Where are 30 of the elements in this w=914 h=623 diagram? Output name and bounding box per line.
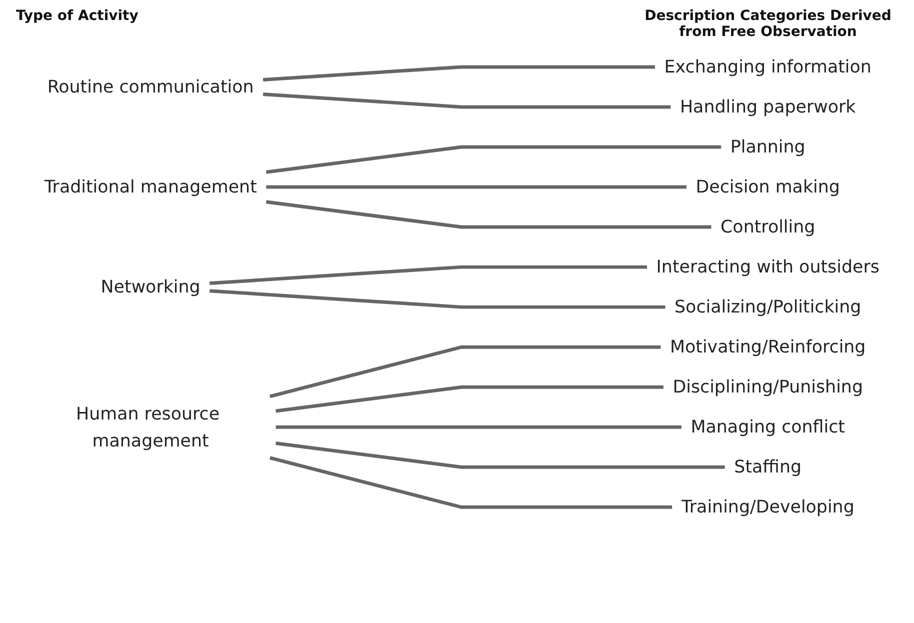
node-text: Interacting with outsiders	[656, 256, 880, 278]
connector	[266, 200, 712, 229]
column-heading: Type of Activity	[16, 8, 138, 24]
node-text: Networking	[100, 276, 200, 298]
connector	[210, 289, 666, 309]
connector	[262, 65, 655, 82]
node-text: Staffing	[734, 456, 802, 478]
node-text: Handling paperwork	[680, 96, 856, 118]
node-text: Disciplining/Punishing	[672, 376, 863, 398]
connector	[276, 425, 682, 429]
node-text: Decision making	[696, 176, 840, 198]
column-heading: Description Categories Derived from Free Observation	[644, 8, 892, 40]
node-text: Motivating/Reinforcing	[670, 336, 866, 358]
node-text: Routine communication	[47, 76, 254, 98]
connector	[266, 185, 686, 189]
connector	[210, 265, 647, 285]
node-text: Human resource management	[76, 403, 220, 450]
node-text: Socializing/Politicking	[674, 296, 862, 318]
connector	[270, 345, 661, 398]
connector	[262, 92, 671, 109]
node-text: Controlling	[720, 216, 816, 238]
connector	[276, 442, 725, 469]
connector	[276, 385, 664, 413]
node-text: Traditional management	[44, 176, 257, 198]
node-text: Planning	[730, 136, 806, 158]
node-text: Managing conflict	[690, 416, 845, 438]
node-text: Training/Developing	[681, 496, 854, 518]
node-text: Exchanging information	[664, 56, 872, 78]
connector	[266, 145, 722, 174]
connector	[270, 456, 672, 509]
